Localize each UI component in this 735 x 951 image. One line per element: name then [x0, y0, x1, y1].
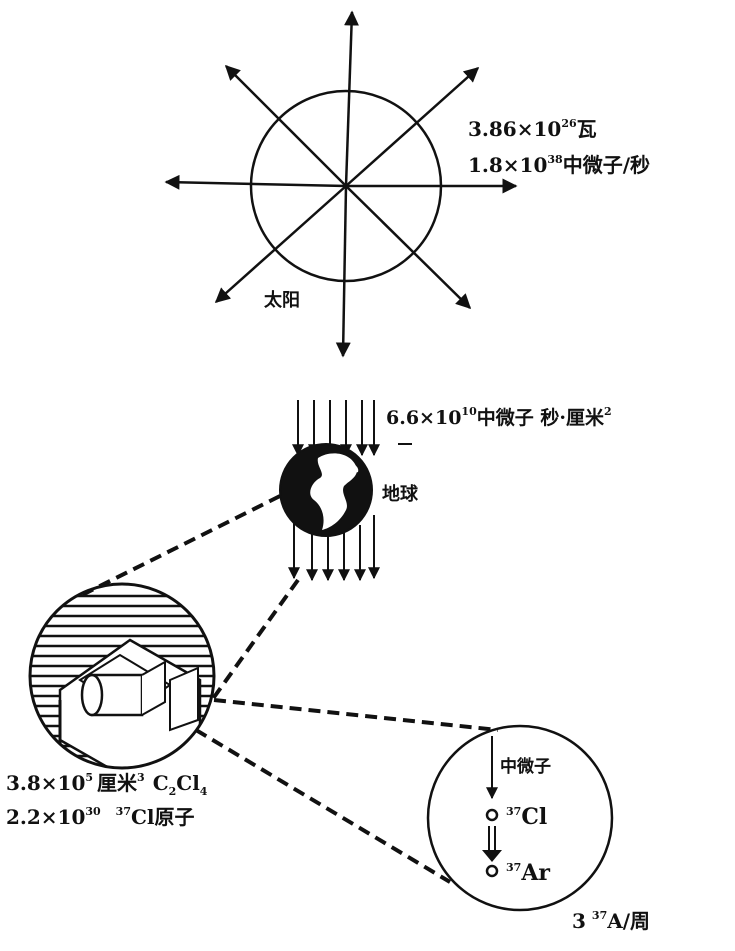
earth-group: 地球 6.6×1010中微子 秒·厘米2: [279, 400, 612, 582]
sun-rays: [164, 10, 518, 358]
connector-tank-detail-top: [213, 698, 499, 732]
ray-up-left: [224, 64, 347, 187]
tank-circle: [28, 582, 216, 770]
reaction-ar-text: 37Ar: [506, 860, 550, 886]
reaction-cl-text: 37Cl: [506, 804, 547, 830]
connector-tank-detail-bottom: [194, 728, 452, 884]
earth-label: 地球: [382, 483, 419, 505]
sun-neutrino-rate-text: 1.8×1038中微子/秒: [468, 153, 650, 177]
earth-flux-text: 6.6×1010中微子 秒·厘米2: [386, 405, 612, 429]
cl-atom: [485, 808, 499, 822]
sun-label: 太阳: [264, 289, 300, 311]
earth-island: [342, 461, 359, 473]
dashed-connectors: [79, 494, 499, 884]
ray-up-right: [345, 67, 480, 187]
earth-continent: [310, 453, 357, 530]
connector-earth-tank-top: [79, 494, 281, 598]
tank-atoms-text: 2.2×1030 37Cl原子: [6, 805, 195, 829]
ray-up: [344, 10, 360, 187]
reaction-circle: [426, 724, 614, 912]
outgoing-neutrino-lines: [288, 515, 380, 582]
sun-group: 太阳 3.86×1026瓦 1.8×1038中微子/秒: [164, 10, 650, 358]
ray-left: [164, 174, 347, 190]
reaction-neutrino-label: 中微子: [500, 756, 551, 777]
ray-down-right: [345, 185, 472, 310]
ar-atom: [485, 864, 499, 878]
ray-down: [335, 185, 351, 358]
sun-power-text: 3.86×1026瓦: [468, 117, 597, 141]
conversion-arrow-head: [482, 850, 502, 862]
ray-down-left: [214, 185, 347, 303]
connector-earth-tank-bottom: [210, 578, 300, 702]
